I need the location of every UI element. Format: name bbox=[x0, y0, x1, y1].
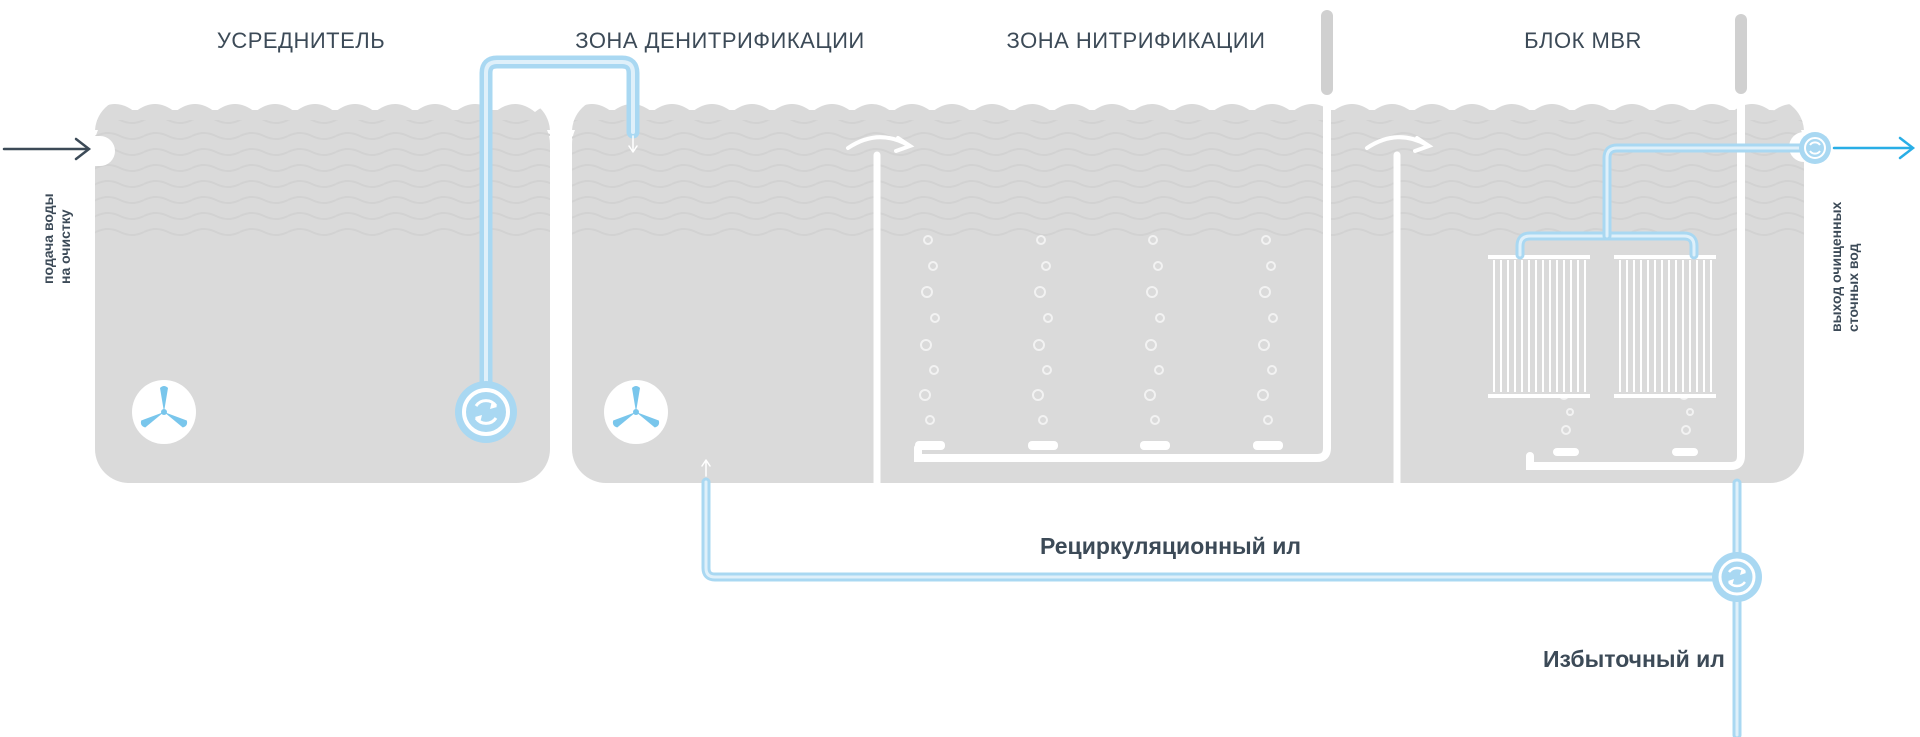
mbr-aeration bbox=[1526, 14, 1747, 470]
zone-title-nitrification: ЗОНА НИТРИФИКАЦИИ bbox=[1006, 28, 1266, 53]
membrane-module-icon bbox=[1488, 255, 1590, 398]
membrane-module-icon bbox=[1614, 255, 1716, 398]
excess-sludge-label: Избыточный ил bbox=[1543, 646, 1725, 672]
mixer-icon bbox=[604, 380, 668, 444]
aeration-system bbox=[914, 10, 1333, 462]
pump-icon bbox=[455, 381, 517, 443]
partitions bbox=[846, 135, 1434, 487]
inlet-arrow-icon bbox=[2, 137, 92, 161]
recirculation-label: Рециркуляционный ил bbox=[1040, 533, 1301, 559]
pump-icon bbox=[1712, 552, 1762, 602]
pump-icon bbox=[1799, 132, 1831, 164]
mixer-icon bbox=[132, 380, 196, 444]
outlet-label: выход очищенных сточных вод bbox=[1828, 202, 1862, 332]
equalizer-tank bbox=[80, 104, 550, 483]
outlet-label-line1: выход очищенных bbox=[1828, 201, 1844, 332]
inlet-label: подача воды на очистку bbox=[40, 193, 74, 284]
pipes bbox=[479, 55, 1820, 737]
zone-title-mbr: БЛОК MBR bbox=[1524, 28, 1642, 53]
recirculation-pipe bbox=[701, 477, 1740, 582]
outlet-arrow-icon bbox=[1832, 136, 1916, 160]
inlet-label-line2: на очистку bbox=[57, 209, 73, 284]
zone-title-denitrification: ЗОНА ДЕНИТРИФИКАЦИИ bbox=[575, 28, 865, 53]
zone-title-equalizer: УСРЕДНИТЕЛЬ bbox=[216, 28, 386, 53]
outlet-label-line2: сточных вод bbox=[1845, 243, 1861, 332]
inlet-label-line1: подача воды bbox=[40, 193, 56, 284]
